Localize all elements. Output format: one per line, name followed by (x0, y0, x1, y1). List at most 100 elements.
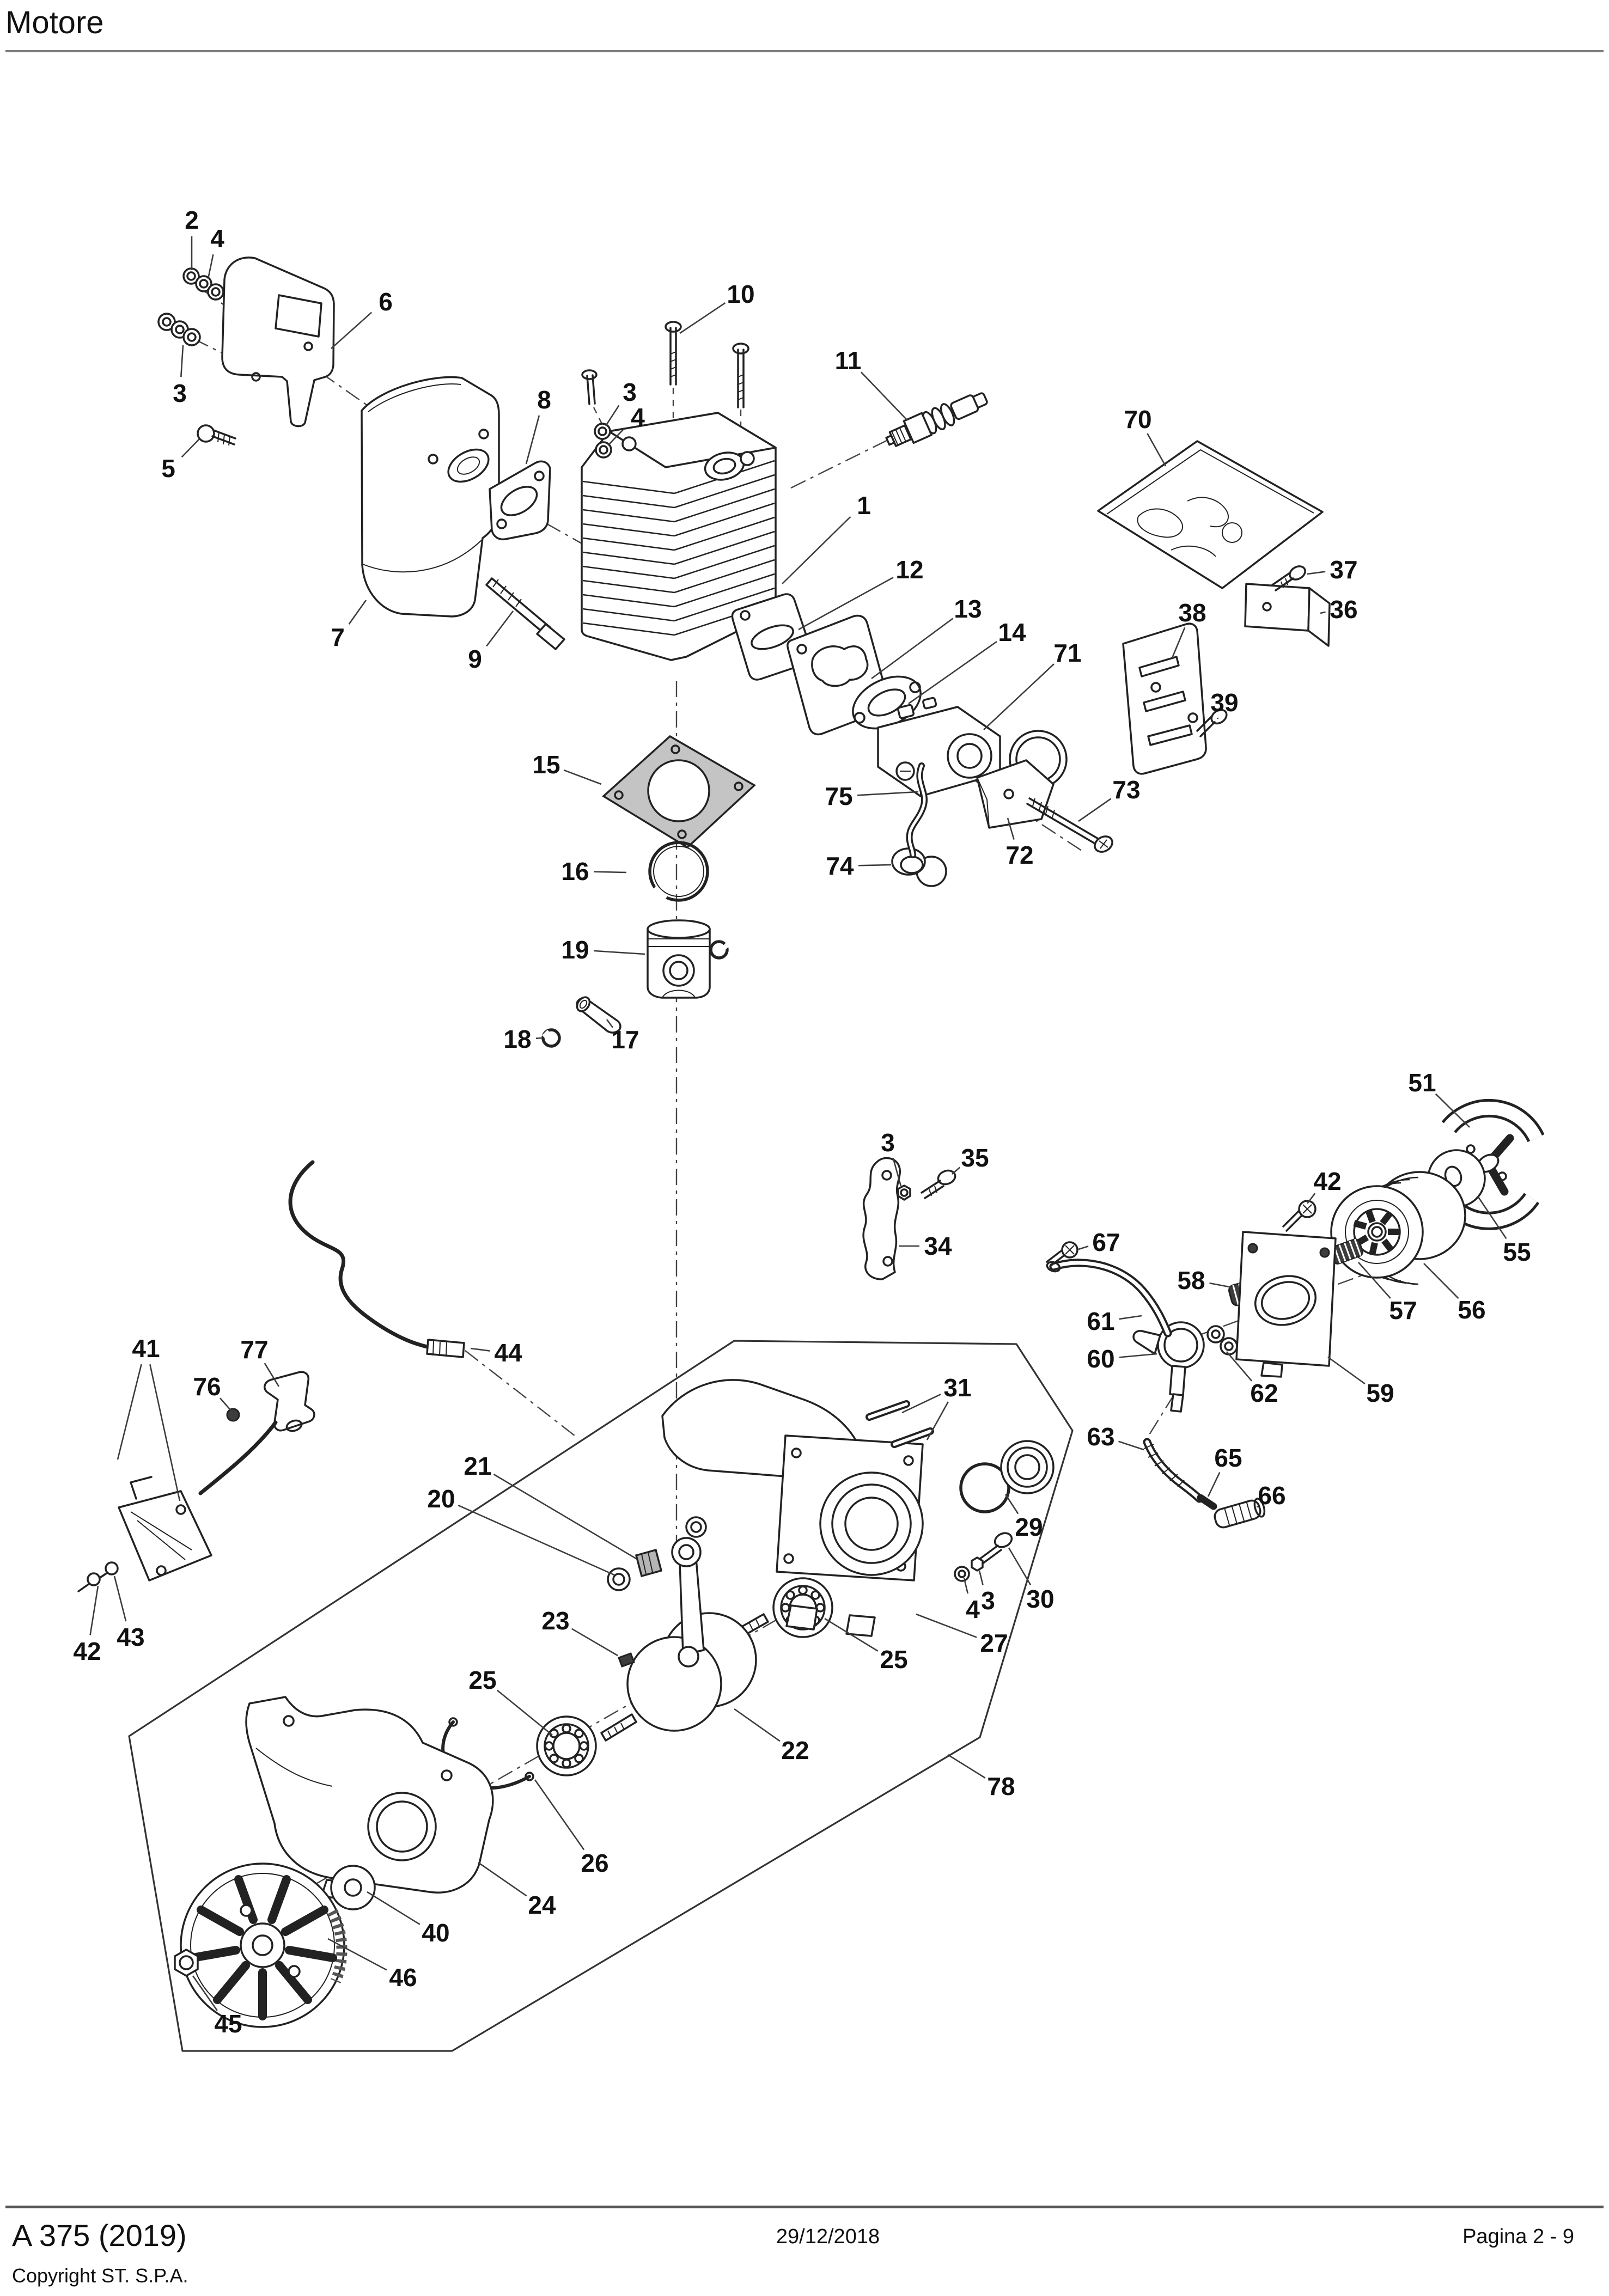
callout-22-64: 22 (734, 1708, 809, 1764)
part-number-label: 1 (857, 491, 871, 520)
callout-leader (871, 618, 954, 680)
part-61-oil-hose (1046, 1259, 1172, 1338)
part-number-label: 11 (835, 346, 862, 375)
callout-leader (486, 610, 514, 647)
callout-42-35: 42 (1306, 1167, 1342, 1204)
part-41-ignition-coil (118, 1476, 212, 1581)
callout-leader (496, 1689, 553, 1736)
callout-leader (1327, 1356, 1366, 1385)
part-number-label: 60 (1087, 1345, 1114, 1373)
callout-78-71: 78 (947, 1754, 1015, 1800)
washer-stack-3 (157, 313, 201, 346)
callout-leader (367, 1891, 420, 1925)
part-9-bolt (485, 577, 565, 650)
part-number-label: 4 (210, 224, 224, 253)
callout-41-48: 41 (117, 1334, 181, 1501)
callout-leader (947, 1754, 986, 1779)
callout-leader (824, 1617, 879, 1652)
part-7-muffler (361, 376, 500, 618)
axis-line (465, 1350, 578, 1438)
part-10-cylinder-bolts (665, 321, 749, 408)
part-76-terminal-spring (226, 1408, 240, 1422)
part-number-label: 18 (503, 1025, 531, 1053)
callout-leader (1118, 1440, 1144, 1451)
callout-63-45: 63 (1087, 1422, 1144, 1451)
part-27-crankcase-clutch-side (661, 1379, 924, 1637)
part-24-crankcase-flywheel-side (245, 1696, 494, 1901)
callout-37-18: 37 (1307, 555, 1358, 584)
callout-leader (892, 1158, 902, 1187)
callout-leader (734, 1708, 781, 1742)
part-37-screw (1271, 565, 1306, 591)
callout-leader (857, 791, 919, 796)
callout-14-15: 14 (908, 618, 1026, 705)
callout-6-4: 6 (331, 288, 393, 349)
part-30-oil-seal (1000, 1440, 1055, 1494)
part-number-label: 25 (468, 1666, 496, 1694)
part-72-manifold-bracket (976, 730, 1068, 829)
callout-26-66: 26 (534, 1779, 609, 1877)
callout-62-43: 62 (1226, 1351, 1278, 1407)
callout-24-67: 24 (478, 1861, 556, 1919)
callout-leader (470, 1347, 490, 1352)
callout-70-17: 70 (1124, 405, 1167, 467)
part-40-washer (330, 1865, 376, 1910)
callout-5-3: 5 (161, 438, 200, 483)
part-number-label: 71 (1053, 639, 1081, 667)
callout-leader (535, 1037, 543, 1039)
callout-72-25: 72 (1005, 817, 1034, 869)
callout-leader (192, 1975, 218, 2011)
part-number-label: 27 (980, 1629, 1008, 1657)
part-number-label: 75 (825, 782, 852, 810)
callout-4-60: 4 (963, 1578, 980, 1623)
callout-leader (327, 1938, 387, 1971)
part-15-base-gasket (602, 735, 756, 849)
part-number-label: 15 (532, 750, 560, 779)
callout-leader (1307, 571, 1326, 575)
part-number-label: 17 (611, 1025, 639, 1054)
dashed-line (593, 407, 604, 425)
part-number-label: 7 (331, 623, 345, 651)
callout-leader (1147, 433, 1167, 467)
part-60-oil-pump-body (1132, 1321, 1205, 1413)
part-number-label: 42 (1313, 1167, 1341, 1195)
part-16-piston-ring (648, 841, 709, 902)
callout-leader (1119, 1315, 1142, 1320)
callout-45-70: 45 (192, 1975, 242, 2038)
part-number-label: 24 (528, 1891, 556, 1919)
part-number-label: 16 (561, 857, 589, 886)
callout-leader (916, 1613, 977, 1638)
part-number-label: 5 (161, 454, 175, 483)
callout-leader (220, 1397, 231, 1411)
callout-leader (1358, 1262, 1391, 1299)
part-number-label: 73 (1112, 775, 1140, 804)
part-number-label: 74 (826, 852, 854, 880)
part-number-label: 55 (1503, 1238, 1531, 1266)
callout-leader (679, 302, 726, 334)
callout-leader (1207, 1472, 1221, 1497)
callout-58-38: 58 (1177, 1266, 1233, 1294)
callout-55-37: 55 (1477, 1196, 1531, 1266)
callout-leader (605, 405, 620, 426)
callout-2-0: 2 (185, 206, 199, 270)
part-number-label: 12 (895, 555, 923, 584)
callout-leader (149, 1364, 181, 1501)
part-62-washers (1206, 1325, 1238, 1355)
part-36-bracket (1244, 583, 1331, 647)
part-number-label: 56 (1458, 1296, 1485, 1324)
callout-3-2: 3 (173, 345, 187, 407)
callout-leader (348, 600, 367, 625)
callout-56-40: 56 (1423, 1263, 1486, 1324)
pin-clip-right (709, 940, 730, 960)
part-number-label: 76 (193, 1372, 221, 1401)
callout-19-28: 19 (561, 936, 645, 964)
part-25-bearing-left (536, 1715, 597, 1776)
part-number-label: 61 (1087, 1307, 1114, 1335)
part-45-nut (174, 1949, 199, 1977)
callout-59-44: 59 (1327, 1356, 1394, 1407)
part-number-label: 22 (781, 1736, 809, 1764)
part-71-carburetor (877, 697, 1001, 797)
callout-leader (525, 415, 540, 465)
part-73-screw (1026, 797, 1113, 853)
callout-43-52: 43 (113, 1576, 145, 1651)
